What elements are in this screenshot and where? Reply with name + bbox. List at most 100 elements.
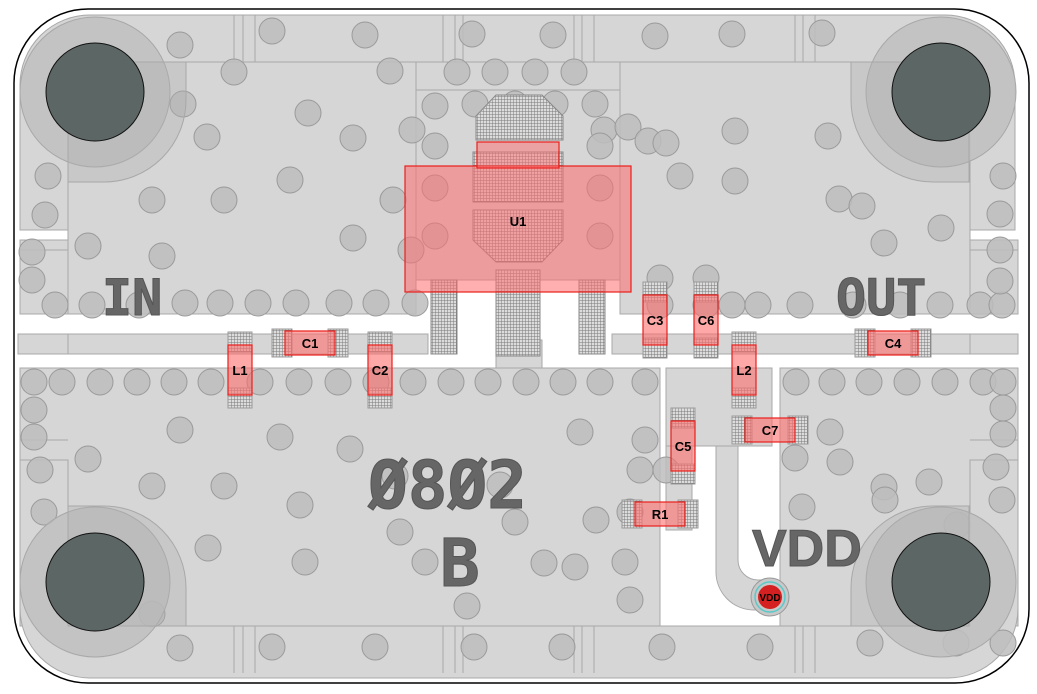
via [652,129,680,157]
via [989,629,1017,657]
component-body [642,294,668,346]
ground-bottom-strip [19,459,1019,679]
via [826,448,854,476]
via [926,291,954,319]
component-ref-label: C7 [762,423,779,438]
vdd-pad-label: VDD [759,593,780,604]
via [148,242,176,270]
via [285,368,313,396]
via [171,289,199,317]
via [825,185,853,213]
component-c5[interactable]: C5 [670,407,696,485]
mounting-hole-bottom-right [850,505,1017,658]
component-ref-label: C5 [675,439,692,454]
mount-hole [891,532,991,632]
mounting-holes [19,16,1017,658]
via [856,629,884,657]
via [379,186,407,214]
via [169,90,197,118]
component-c1[interactable]: C1 [271,328,349,358]
via [398,116,426,144]
via [381,462,409,490]
via [718,20,746,48]
via [411,548,439,576]
mounting-hole-bottom-left [19,505,187,658]
via [210,472,238,500]
via [20,396,48,424]
via [30,498,58,526]
via [988,486,1016,514]
via [893,368,921,396]
via [781,444,809,472]
component-c6[interactable]: C6 [693,281,719,359]
via [20,423,48,451]
via [560,58,588,86]
via [988,291,1016,319]
via [421,92,449,120]
via [166,416,194,444]
via [160,368,188,396]
u1-body[interactable] [404,165,632,293]
via [437,368,465,396]
via [666,162,694,190]
component-l2[interactable]: L2 [731,331,757,409]
via [581,90,609,118]
via [244,289,272,317]
component-c7[interactable]: C7 [731,415,809,445]
via [871,486,899,514]
via [458,20,486,48]
via [339,224,367,252]
via [386,518,414,546]
via [539,21,567,49]
via [138,472,166,500]
silk-in-label: IN [102,269,162,327]
via [989,368,1017,396]
via [566,418,594,446]
vdd-pad[interactable]: VDD [750,577,790,617]
via [481,58,509,86]
via [782,368,810,396]
via [631,368,659,396]
component-r1[interactable]: R1 [621,499,699,529]
component-l1[interactable]: L1 [227,331,253,409]
via [453,592,481,620]
via [818,368,846,396]
mount-hole [45,42,145,142]
via [586,368,614,396]
via [989,394,1017,422]
via [74,445,102,473]
via [286,491,314,519]
component-c3[interactable]: C3 [642,281,668,359]
via [614,113,642,141]
component-body [367,344,393,396]
via [931,368,959,396]
component-body [731,344,757,396]
component-ref-label: C6 [698,313,715,328]
via [376,57,404,85]
silk-vdd-label: VDD [752,520,862,578]
component-ref-label: C4 [885,336,902,351]
via [401,289,429,317]
component-c4[interactable]: C4 [854,328,932,358]
u1-tab[interactable] [476,141,560,169]
via [34,162,62,190]
via [870,229,898,257]
via [258,633,286,661]
via [486,471,514,499]
component-body [867,330,919,356]
component-body [227,344,253,396]
via [586,132,614,160]
via [721,117,749,145]
via [48,368,76,396]
via [530,549,558,577]
via [282,289,310,317]
component-c2[interactable]: C2 [367,331,393,409]
via [18,266,46,294]
via [31,201,59,229]
vdd-pad-ring [754,581,786,613]
via [294,99,322,127]
component-body [284,330,336,356]
via [561,553,589,581]
component-ref-label: C1 [302,336,319,351]
